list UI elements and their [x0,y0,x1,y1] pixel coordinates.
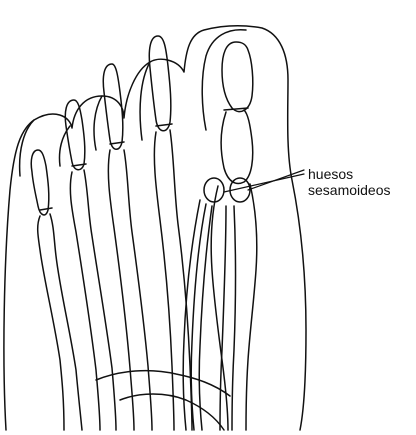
toe-outline-2 [140,62,150,140]
joint-line-1 [40,208,52,210]
tarsal-bones [96,371,230,396]
phalanx-2 [149,36,171,131]
annotation-line-1: huesos [308,166,408,182]
sesamoid-bone-medial [204,178,224,202]
foot-skin-outline [4,26,306,430]
toe-outline-3 [94,96,102,150]
metatarsal-5 [38,216,64,430]
annotation-line-2: sesamoideos [308,182,408,198]
phalanx-4 [65,100,85,170]
phalanx-1-proximal [221,110,253,183]
phalanx-1-distal [222,42,253,112]
toe-outline-big [202,30,246,130]
metatarsal-4 [70,172,100,430]
metatarsal-2 [154,132,174,430]
annotation-label: huesos sesamoideos [308,166,408,198]
metatarsal-3 [108,150,134,430]
phalanx-5 [31,150,49,215]
phalanx-3 [103,64,123,149]
